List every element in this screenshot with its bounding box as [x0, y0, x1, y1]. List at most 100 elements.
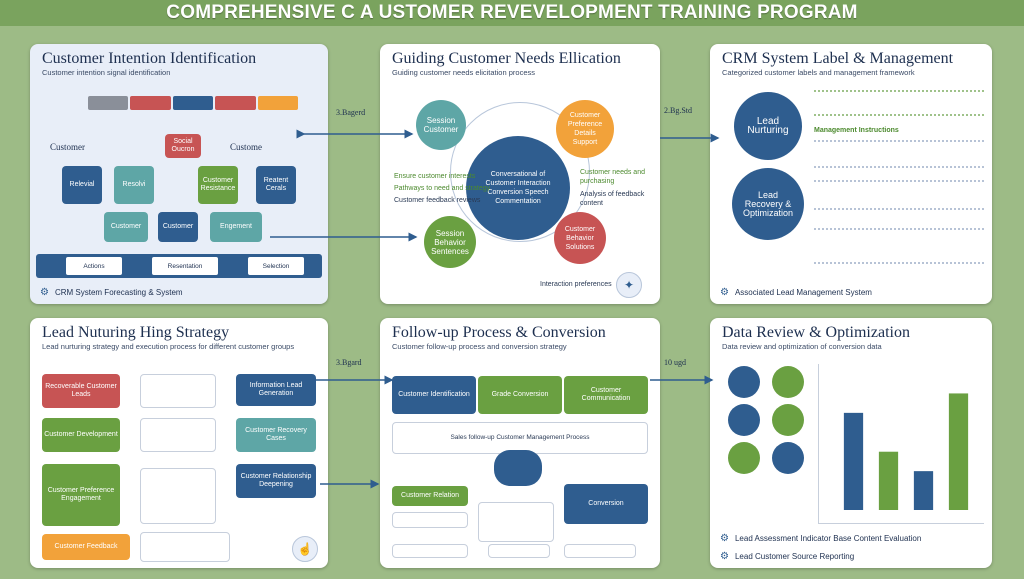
- metric-circle: [728, 366, 760, 398]
- desc-line-4: [814, 228, 984, 264]
- chart-bar: [843, 412, 864, 510]
- panel-customer-needs: Guiding Customer Needs Ellication Guidin…: [380, 44, 660, 304]
- circle-bottom-left: Session Behavior Sentences: [424, 216, 476, 268]
- panel-title: Lead Nuturing Hing Strategy: [42, 324, 230, 341]
- stage-header: Customer Communication: [564, 376, 648, 414]
- chart-bar: [878, 451, 899, 510]
- header-strip: [88, 96, 299, 110]
- flow-card: [564, 544, 636, 558]
- circle-lead-recovery: Lead Recovery & Optimization: [732, 168, 804, 240]
- chart-bar: [913, 471, 934, 510]
- desc-line-2: [814, 140, 984, 168]
- gear-icon: ⚙: [720, 533, 729, 544]
- node-left: Relevial: [62, 166, 102, 204]
- note-line: Pathways to need and strategy: [394, 185, 491, 192]
- panel-follow-up: Follow-up Process & Conversion Customer …: [380, 318, 660, 568]
- detail-card: [140, 418, 216, 452]
- circle-top-left: Session Customer: [416, 100, 466, 150]
- panel-title: Guiding Customer Needs Ellication: [392, 50, 621, 67]
- node-bottom-right: Engement: [210, 212, 262, 242]
- note-line: Interaction preferences: [540, 281, 612, 288]
- step-label: 10 ugd: [664, 358, 686, 367]
- panel-footer: ⚙ CRM System Forecasting & System: [40, 287, 183, 298]
- panel-subtitle: Categorized customer labels and manageme…: [722, 68, 915, 77]
- node-bottom-left: Customer: [104, 212, 148, 242]
- middle-band-text: Sales follow-up Customer Management Proc…: [450, 434, 590, 441]
- left-item: Customer Development: [42, 418, 120, 452]
- step-label: 3.Bagerd: [336, 108, 366, 117]
- detail-card: [140, 468, 216, 524]
- node-midleft: Resolvi: [114, 166, 154, 204]
- center-ring: [450, 102, 590, 242]
- metric-circle: [772, 404, 804, 436]
- gear-icon: ⚙: [720, 287, 729, 298]
- note-line: Customer feedback reviews: [394, 197, 481, 204]
- node-right: Reatent Cerals: [256, 166, 296, 204]
- step-label: 3.Bgard: [336, 358, 362, 367]
- left-item: Customer Feedback: [42, 534, 130, 560]
- center-circle: Conversational of Customer Interaction C…: [466, 136, 570, 240]
- footer-text: Lead Customer Source Reporting: [734, 552, 855, 561]
- page-title-bar: COMPREHENSIVE C A USTOMER REVEVELOPMENT …: [0, 0, 1024, 26]
- panel-subtitle: Customer intention signal identification: [42, 68, 171, 77]
- panel-title: Data Review & Optimization: [722, 324, 910, 341]
- note-line: Analysis of feedback content: [580, 191, 645, 207]
- node-bottom-center: Customer: [158, 212, 198, 242]
- panel-data-review: Data Review & Optimization Data review a…: [710, 318, 992, 568]
- panel-title: Customer Intention Identification: [42, 50, 257, 67]
- panel-footer: ⚙ Associated Lead Management System: [720, 287, 872, 298]
- gear-icon: ⚙: [40, 287, 49, 298]
- hand-icon: ☝: [292, 536, 318, 562]
- action-cell: Resentation: [152, 257, 218, 275]
- note-line: Ensure customer interests: [394, 173, 476, 180]
- left-item: Recoverable Customer Leads: [42, 374, 120, 408]
- action-cell: Selection: [248, 257, 304, 275]
- right-item: Information Lead Generation: [236, 374, 316, 406]
- left-item: Customer Preference Engagement: [42, 464, 120, 526]
- gear-icon: ⚙: [720, 551, 729, 562]
- footer-text: Lead Assessment Indicator Base Content E…: [734, 534, 922, 543]
- label-customer-left: Customer: [50, 142, 85, 152]
- metric-circle: [772, 366, 804, 398]
- flow-card: [488, 544, 550, 558]
- circle-top-right: Customer Preference Details Support: [556, 100, 614, 158]
- metric-circle: [728, 442, 760, 474]
- step-label: 2.Bg.Std: [664, 106, 693, 115]
- node-top: Social Oucron: [165, 134, 201, 158]
- stage-header: Customer Identification: [392, 376, 476, 414]
- chart-bar: [948, 393, 969, 510]
- actions-bar: Actions Resentation Selection: [36, 254, 322, 278]
- footer-text: CRM System Forecasting & System: [54, 288, 183, 297]
- node-midright: Customer Resistance: [198, 166, 238, 204]
- panel-subtitle: Guiding customer needs elicitation proce…: [392, 68, 535, 77]
- detail-card: [140, 532, 230, 562]
- label-customer-right: Custome: [230, 142, 263, 152]
- left-box: Customer Relation: [392, 486, 468, 506]
- panel-subtitle: Lead nurturing strategy and execution pr…: [42, 342, 295, 351]
- panel-title: CRM System Label & Management: [722, 50, 954, 67]
- panel-footer: ⚙ Lead Assessment Indicator Base Content…: [720, 533, 921, 544]
- circle-bottom-right: Customer Behavior Solutions: [554, 212, 606, 264]
- desc-line-3: [814, 180, 984, 210]
- detail-card: [140, 374, 216, 408]
- action-cell: Actions: [66, 257, 122, 275]
- panel-crm-system: CRM System Label & Management Categorize…: [710, 44, 992, 304]
- note-line: Customer needs and purchasing: [580, 169, 645, 185]
- panel-customer-intention: Customer Intention Identification Custom…: [30, 44, 328, 304]
- circle-lead-nurturing: Lead Nurturing: [734, 92, 802, 160]
- flow-card: [392, 544, 468, 558]
- right-box: Conversion: [564, 484, 648, 524]
- bar-chart: [843, 393, 969, 510]
- bird-icon: ✦: [616, 272, 642, 298]
- stage-header: Grade Conversion: [478, 376, 562, 414]
- flow-card: [478, 502, 554, 542]
- right-item: Customer Recovery Cases: [236, 418, 316, 452]
- metric-circle: [728, 404, 760, 436]
- page-title: COMPREHENSIVE C A USTOMER REVEVELOPMENT …: [166, 2, 858, 23]
- right-item: Customer Relationship Deepening: [236, 464, 316, 498]
- flow-card: [392, 512, 468, 528]
- panel-lead-nurturing: Lead Nuturing Hing Strategy Lead nurturi…: [30, 318, 328, 568]
- metric-circle: [772, 442, 804, 474]
- panel-title: Follow-up Process & Conversion: [392, 324, 606, 341]
- panel-footer: ⚙ Lead Customer Source Reporting: [720, 551, 854, 562]
